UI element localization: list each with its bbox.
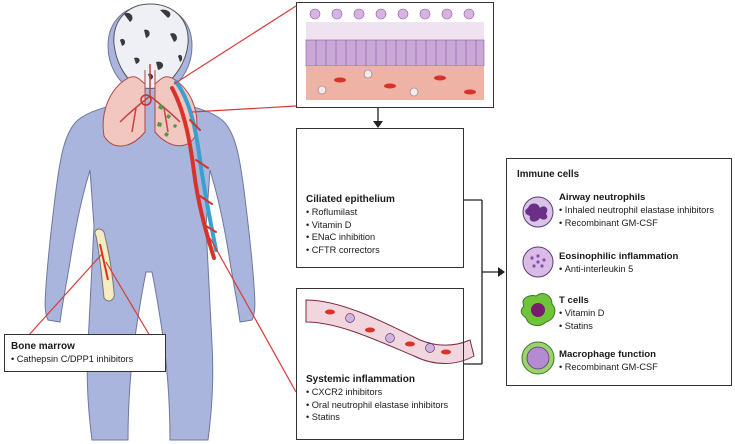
arrow-down-head: [373, 121, 383, 128]
neutrophil-icon: [522, 196, 554, 228]
list-item: Cathepsin C/DPP1 inhibitors: [11, 353, 133, 366]
arm-blood-vessels: [170, 80, 218, 260]
group-title: T cells: [559, 295, 589, 306]
group-title: Airway neutrophils: [559, 192, 646, 203]
list-item: Statins: [559, 320, 604, 333]
group-title: Macrophage function: [559, 349, 657, 360]
immune-group-airway-neutrophils: Airway neutrophils Inhaled neutrophil el…: [559, 192, 714, 229]
bone-marrow-title: Bone marrow: [11, 341, 75, 352]
t-cell-icon: [520, 293, 556, 326]
connector-lines: [27, 5, 297, 393]
list-item: Statins: [306, 411, 448, 424]
ciliated-epithelium-box: Ciliated epithelium Roflumilast Vitamin …: [296, 128, 464, 268]
bone-marrow-box: Bone marrow Cathepsin C/DPP1 inhibitors: [4, 334, 166, 372]
airway-tissue-panel: [296, 2, 494, 108]
list-item: Inhaled neutrophil elastase inhibitors: [559, 204, 714, 217]
list-item: Roflumilast: [306, 206, 395, 219]
list-item: Oral neutrophil elastase inhibitors: [306, 399, 448, 412]
bone-marrow-list: Cathepsin C/DPP1 inhibitors: [11, 353, 133, 366]
eosinophil-icon: [522, 246, 554, 278]
ciliated-epithelium-title: Ciliated epithelium: [306, 194, 395, 205]
list-item: Vitamin D: [559, 307, 605, 320]
list-item: ENaC inhibition: [306, 231, 395, 244]
systemic-inflammation-box: Systemic inflammation CXCR2 inhibitors O…: [296, 288, 464, 440]
immune-arrow-head: [498, 267, 505, 277]
list-item: Anti-interleukin 5: [559, 263, 678, 276]
macrophage-icon: [521, 341, 555, 375]
systemic-inflammation-list: CXCR2 inhibitors Oral neutrophil elastas…: [306, 386, 448, 424]
list-item: Vitamin D: [306, 219, 395, 232]
immune-cells-title: Immune cells: [517, 169, 580, 180]
immune-group-macrophage: Macrophage function Recombinant GM-CSF: [559, 349, 658, 374]
list-item: CFTR correctors: [306, 244, 395, 257]
list-item: Recombinant GM-CSF: [559, 217, 714, 230]
immune-cells-box: Immune cells Airway neutrophils Inhaled …: [506, 158, 732, 386]
immune-group-eosinophilic: Eosinophilic inflammation Anti-interleuk…: [559, 251, 678, 276]
immune-group-t-cells: T cells Vitamin D Statins: [559, 295, 604, 332]
list-item: CXCR2 inhibitors: [306, 386, 448, 399]
femur-bone: [94, 228, 115, 302]
human-body-figure: [44, 4, 256, 441]
airway-tissue-art: [305, 8, 485, 100]
systemic-inflammation-title: Systemic inflammation: [306, 374, 415, 385]
ciliated-epithelium-list: Roflumilast Vitamin D ENaC inhibition CF…: [306, 206, 395, 256]
list-item: Recombinant GM-CSF: [559, 361, 658, 374]
immune-connectors: [464, 199, 500, 365]
group-title: Eosinophilic inflammation: [559, 251, 679, 262]
blood-vessel-art: [305, 299, 475, 364]
